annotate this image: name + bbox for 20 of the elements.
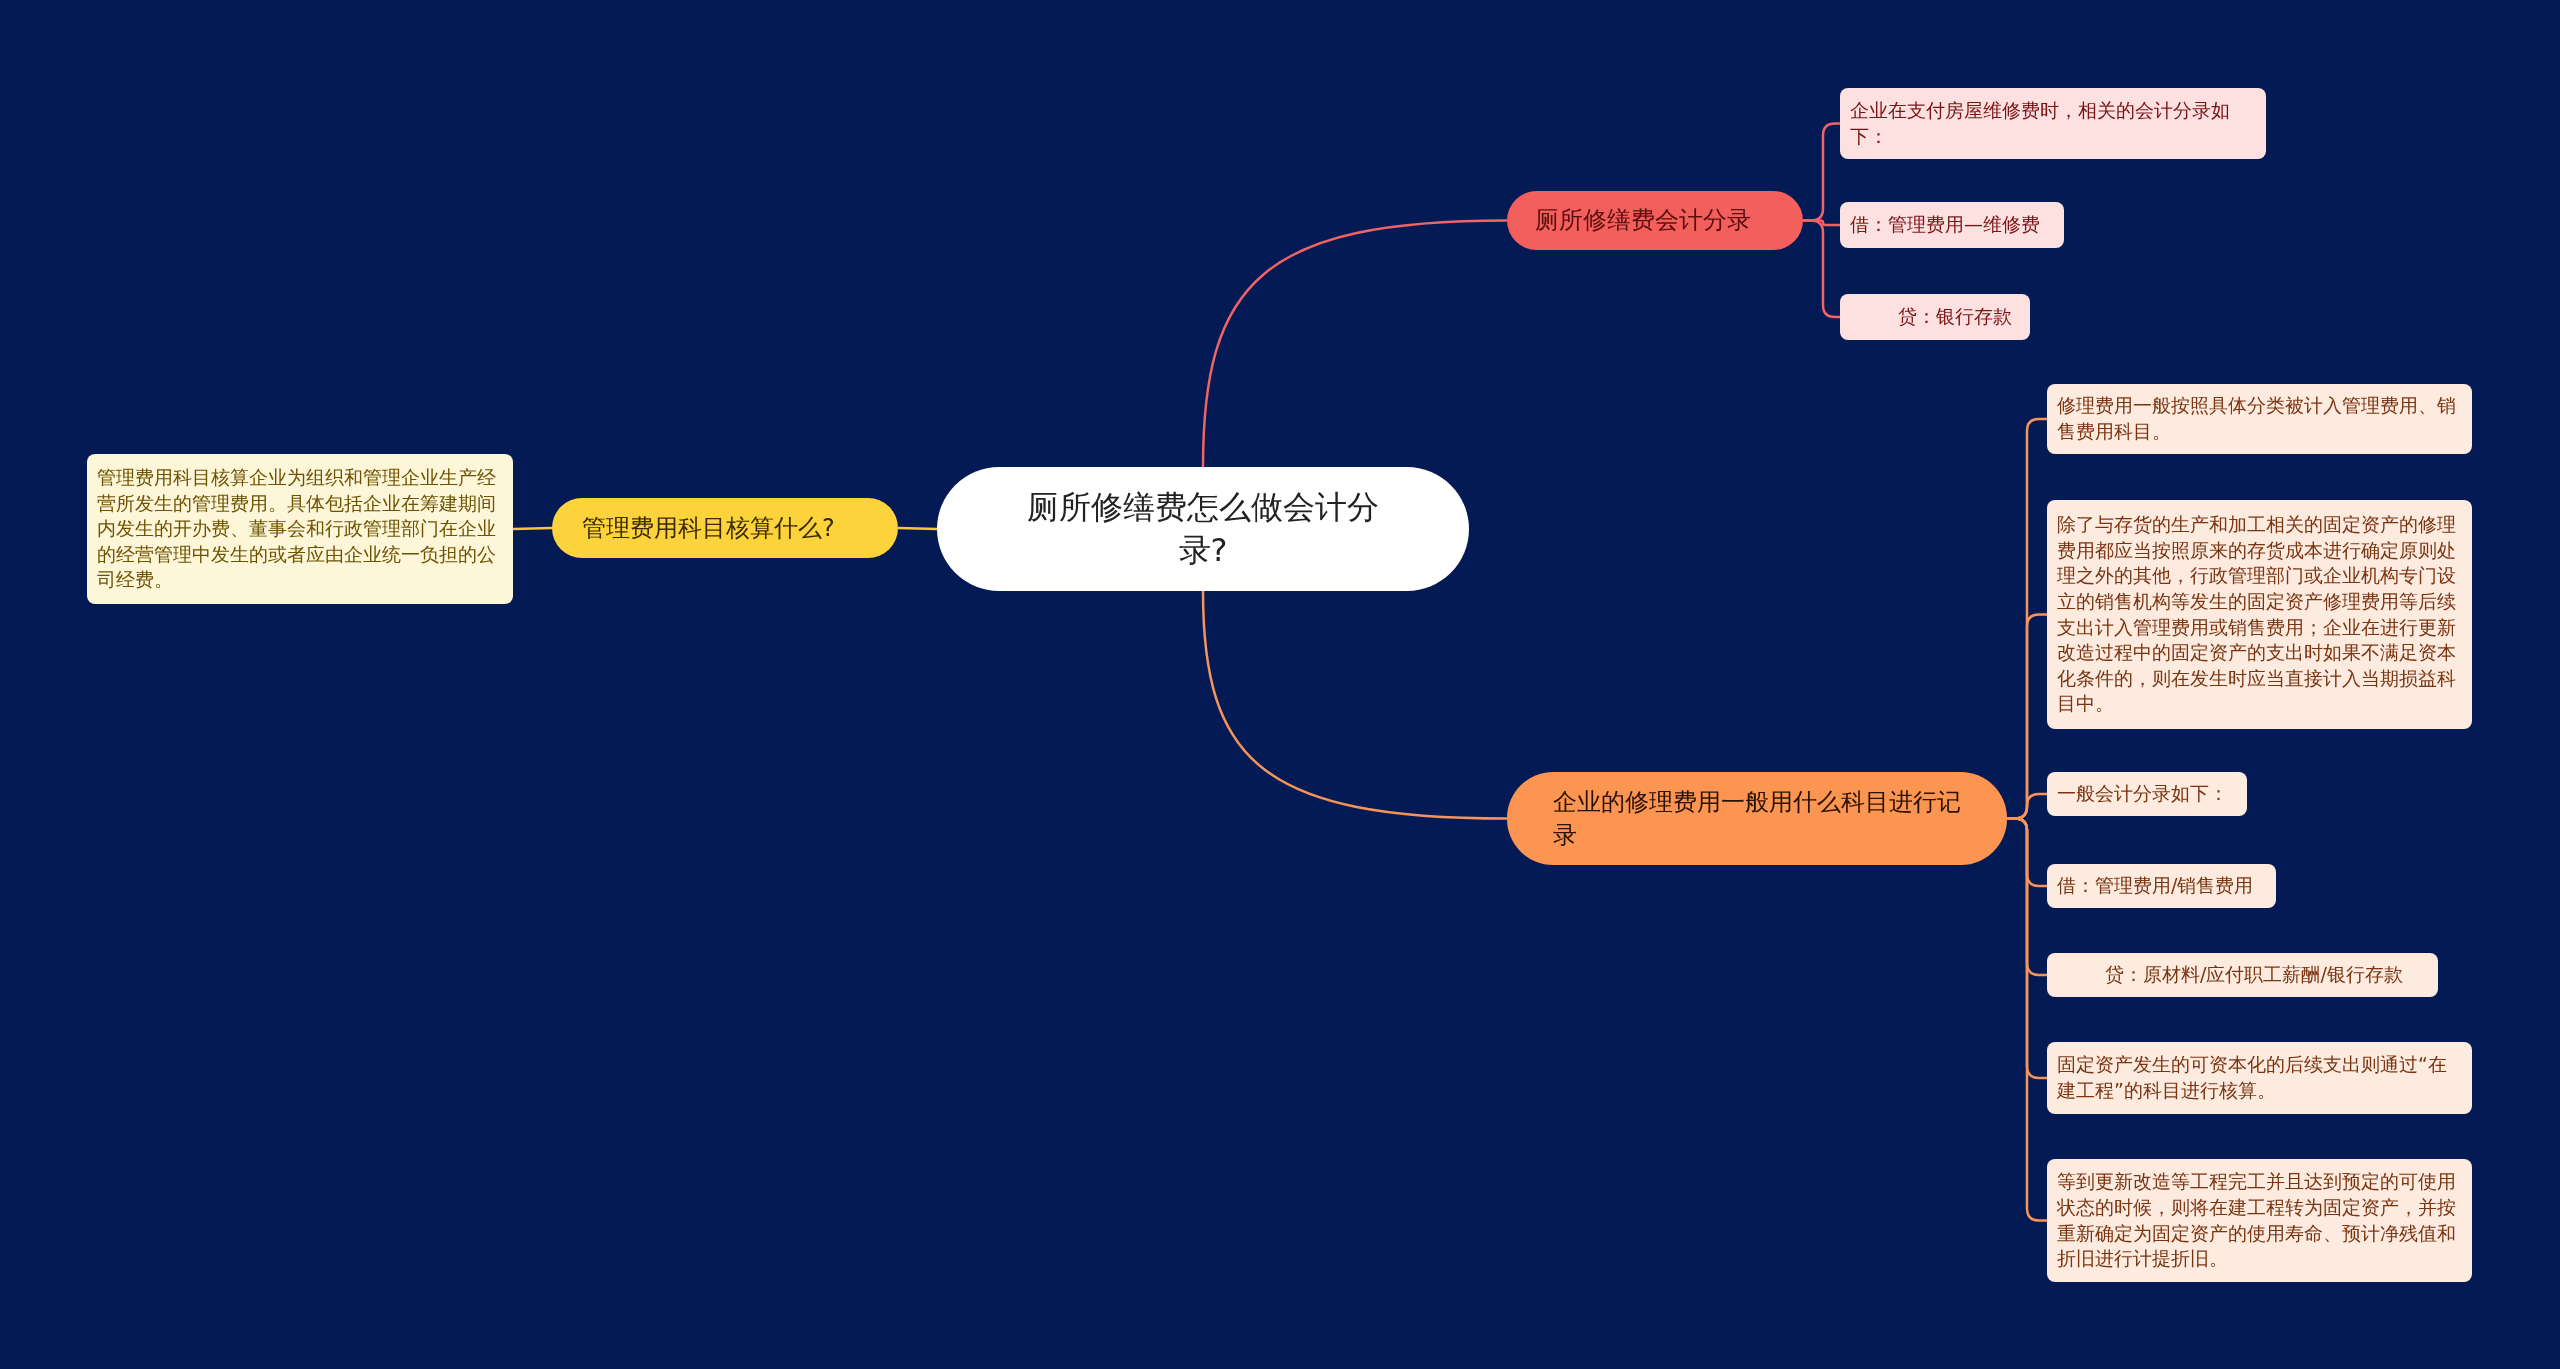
leaf-box: 贷：原材料/应付职工薪酬/银行存款 — [2047, 953, 2438, 997]
connector-line — [1201, 590, 1508, 820]
leaf-box: 一般会计分录如下： — [2047, 772, 2247, 816]
leaf-box: 企业在支付房屋维修费时，相关的会计分录如下： — [1840, 88, 2266, 159]
connector-line — [1201, 219, 1508, 468]
central-topic: 厕所修缮费怎么做会计分录? — [937, 467, 1469, 591]
leaf-box: 借：管理费用/销售费用 — [2047, 864, 2276, 908]
leaf-box: 借：管理费用—维修费 — [1840, 202, 2064, 248]
leaf-box: 管理费用科目核算企业为组织和管理企业生产经营所发生的管理费用。具体包括企业在筹建期间内发生的开办费、董事会和行政管理部门在企业的经营管理中发生的或者应由企业统一负担的公司经费。 — [87, 454, 513, 604]
branch-topic: 管理费用科目核算什么? — [552, 498, 898, 558]
connector-line — [2007, 817, 2047, 1222]
leaf-box: 固定资产发生的可资本化的后续支出则通过“在建工程”的科目进行核算。 — [2047, 1042, 2472, 1114]
branch-topic: 厕所修缮费会计分录 — [1507, 191, 1803, 250]
leaf-box: 除了与存货的生产和加工相关的固定资产的修理费用都应当按照原来的存货成本进行确定原则处理之外的其他，行政管理部门或企业机构专门设立的销售机构等发生的固定资产修理费用等后续支出计入管理费用或销售费用；企业在进行更新改造过程中的固定资产的支出时如果不满足资本化条件的，则在发生时应当直接计入当期损益科目中。 — [2047, 500, 2472, 729]
leaf-box: 修理费用一般按照具体分类被计入管理费用、销售费用科目。 — [2047, 384, 2472, 454]
leaf-box: 贷：银行存款 — [1840, 294, 2030, 340]
connector-line — [897, 526, 938, 531]
branch-topic: 企业的修理费用一般用什么科目进行记录 — [1507, 772, 2007, 865]
connector-line — [512, 526, 553, 531]
leaf-box: 等到更新改造等工程完工并且达到预定的可使用状态的时候，则将在建工程转为固定资产，并按重新确定为固定资产的使用寿命、预计净残值和折旧进行计提折旧。 — [2047, 1159, 2472, 1282]
